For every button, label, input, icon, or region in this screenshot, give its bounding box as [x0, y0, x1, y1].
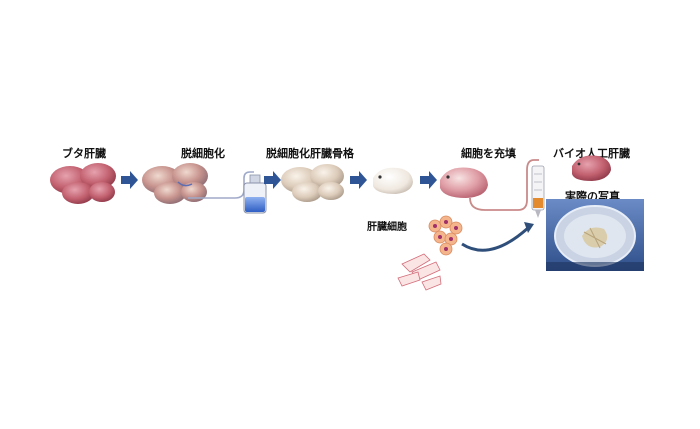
label-bio-artificial-liver: バイオ人工肝臓 — [553, 147, 630, 160]
process-arrow — [121, 171, 138, 189]
actual-photo-image — [546, 199, 644, 271]
process-arrow — [420, 171, 437, 189]
cells-to-scaffold-arrowhead — [524, 222, 534, 233]
cell-injection-tube — [469, 159, 539, 211]
scaffold-lobe-image — [373, 167, 413, 194]
cell-filled-lobe-image — [440, 167, 488, 198]
cells-to-scaffold-arrow — [461, 226, 529, 252]
decellularizing-liver-image — [142, 163, 208, 204]
hepatocyte-cluster — [428, 215, 463, 256]
label-hepatocytes: 肝臓細胞 — [367, 222, 407, 233]
label-decellularization: 脱細胞化 — [181, 147, 225, 160]
process-arrow — [350, 171, 367, 189]
decellularized-scaffold-image — [281, 164, 344, 202]
process-arrow — [264, 171, 281, 189]
label-pig-liver: ブタ肝臓 — [62, 147, 106, 160]
perfusion-bottle — [243, 174, 267, 214]
label-decellularized-scaffold: 脱細胞化肝臓骨格 — [266, 147, 354, 160]
syringe — [531, 165, 545, 218]
bio-artificial-liver-image — [572, 155, 611, 181]
spindle-cells — [397, 253, 442, 291]
label-cell-filling: 細胞を充填 — [461, 147, 516, 160]
pig-liver-image — [50, 163, 116, 204]
